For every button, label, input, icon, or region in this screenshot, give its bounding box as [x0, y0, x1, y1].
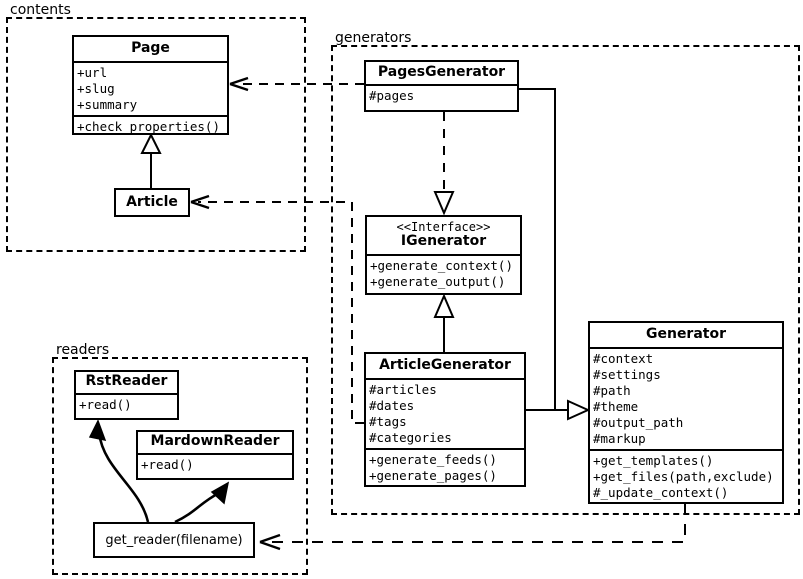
class-box-igenerator[interactable]: <<Interface>> IGenerator +generate_conte…: [365, 215, 522, 295]
class-methods-mardown-reader: +read(): [138, 453, 292, 475]
class-stereotype-igenerator: <<Interface>>: [396, 220, 491, 234]
class-box-generator[interactable]: Generator #context #settings #path #them…: [588, 321, 784, 504]
package-label-contents: contents: [8, 2, 73, 18]
attribute-item: #context: [593, 351, 654, 366]
class-name-mardown-reader: MardownReader: [150, 433, 280, 449]
method-item: +read(): [141, 457, 194, 472]
attribute-item: #output_path: [593, 415, 684, 430]
attribute-item: +summary: [77, 97, 138, 112]
attribute-item: #markup: [593, 431, 646, 446]
class-box-article-generator[interactable]: ArticleGenerator #articles #dates #tags …: [364, 352, 526, 487]
class-name-article-generator: ArticleGenerator: [379, 357, 511, 373]
class-methods-rst-reader: +read(): [76, 393, 177, 415]
attribute-item: #path: [593, 383, 631, 398]
method-item: +get_files(path,exclude): [593, 469, 774, 484]
class-attributes-page: +url +slug +summary: [74, 61, 227, 115]
method-item: +check_properties(): [77, 119, 220, 134]
class-attributes-generator: #context #settings #path #theme #output_…: [590, 347, 782, 449]
class-methods-igenerator: +generate_context() +generate_output(): [367, 254, 520, 292]
class-name-article: Article: [126, 194, 178, 210]
attribute-item: #settings: [593, 367, 661, 382]
class-name-pages-generator: PagesGenerator: [377, 64, 506, 80]
class-box-mardown-reader[interactable]: MardownReader +read(): [136, 430, 294, 480]
attribute-item: #categories: [369, 430, 452, 445]
class-box-pages-generator[interactable]: PagesGenerator #pages: [364, 60, 519, 112]
method-item: +read(): [79, 397, 132, 412]
attribute-item: #dates: [369, 398, 415, 413]
class-name-igenerator: IGenerator: [400, 233, 487, 249]
class-methods-generator: +get_templates() +get_files(path,exclude…: [590, 449, 782, 503]
package-frame-readers: [52, 357, 308, 575]
package-label-readers: readers: [54, 342, 112, 358]
method-item: +generate_pages(): [369, 468, 497, 483]
package-frame-contents: [6, 17, 306, 252]
class-box-article[interactable]: Article: [114, 188, 190, 217]
function-label-get-reader: get_reader(filename): [105, 532, 243, 548]
attribute-item: #pages: [369, 88, 415, 103]
method-item: +generate_feeds(): [369, 452, 497, 467]
attribute-item: #articles: [369, 382, 437, 397]
class-name-generator: Generator: [645, 326, 726, 342]
class-methods-article-generator: +generate_feeds() +generate_pages(): [366, 448, 524, 486]
attribute-item: +slug: [77, 81, 115, 96]
attribute-item: +url: [77, 65, 108, 80]
function-box-get-reader[interactable]: get_reader(filename): [93, 522, 255, 558]
attribute-item: #tags: [369, 414, 407, 429]
class-attributes-article-generator: #articles #dates #tags #categories: [366, 378, 524, 448]
class-methods-page: +check_properties(): [74, 115, 227, 137]
attribute-item: #theme: [593, 399, 639, 414]
class-name-page: Page: [131, 40, 170, 56]
class-box-rst-reader[interactable]: RstReader +read(): [74, 370, 179, 420]
method-item: #_update_context(): [593, 485, 729, 500]
package-label-generators: generators: [333, 30, 414, 46]
method-item: +get_templates(): [593, 453, 714, 468]
class-name-rst-reader: RstReader: [85, 373, 168, 389]
class-box-page[interactable]: Page +url +slug +summary +check_properti…: [72, 35, 229, 135]
method-item: +generate_output(): [370, 274, 506, 289]
method-item: +generate_context(): [370, 258, 513, 273]
class-attributes-pages-generator: #pages: [366, 84, 517, 106]
